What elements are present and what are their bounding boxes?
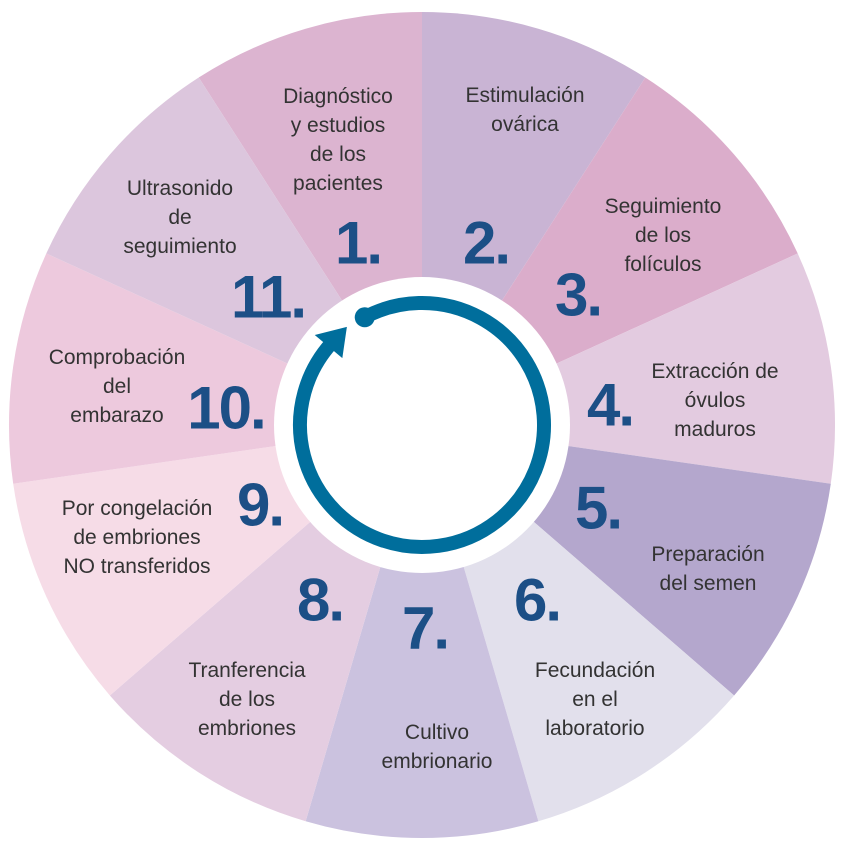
step-number-8: 8.	[296, 566, 345, 634]
step-label-6: Fecundación en el laboratorio	[535, 656, 655, 743]
wheel-segment-7	[305, 425, 539, 838]
step-label-line: del semen	[659, 572, 757, 595]
step-label-line: de embriones	[73, 526, 201, 549]
step-label-3: Seguimiento de los folículos	[605, 192, 722, 279]
arrowhead-icon	[314, 326, 347, 359]
step-label-line: Por congelación	[61, 497, 213, 520]
step-label-line: Cultivo	[404, 721, 470, 744]
step-number-1: 1.	[334, 209, 383, 277]
step-label-line: seguimiento	[123, 235, 237, 258]
step-number-2: 2.	[462, 209, 511, 277]
step-label-7: Cultivo embrionario	[382, 718, 493, 776]
step-label-line: Diagnóstico	[283, 85, 393, 108]
step-label-line: Extracción de	[651, 360, 779, 383]
step-label-1: Diagnóstico y estudios de los pacientes	[283, 82, 393, 198]
step-label-line: de los	[309, 143, 367, 166]
step-number-4: 4.	[586, 371, 635, 439]
cycle-arrow-ring	[293, 296, 551, 554]
step-label-5: Preparación del semen	[651, 540, 764, 598]
step-number-11: 11.	[230, 263, 307, 331]
step-label-line: en el	[572, 688, 618, 711]
step-label-line: NO transferidos	[63, 555, 211, 578]
step-label-line: de	[168, 206, 192, 229]
step-label-line: ovárica	[491, 113, 559, 136]
cycle-start-dot	[354, 307, 375, 328]
step-label-2: Estimulación ovárica	[465, 81, 584, 139]
step-label-line: Preparación	[651, 543, 765, 566]
step-label-line: de los	[634, 224, 692, 247]
step-label-line: Tranferencia	[188, 659, 306, 682]
step-label-line: laboratorio	[545, 717, 645, 740]
step-number-5: 5.	[574, 474, 623, 542]
step-label-line: Seguimiento	[604, 195, 722, 218]
step-label-line: de los	[218, 688, 276, 711]
step-label-9: Por congelación de embriones NO transferid…	[62, 494, 213, 581]
step-label-line: embarazo	[70, 404, 164, 427]
step-label-line: Ultrasonido	[126, 177, 234, 200]
step-number-3: 3.	[554, 261, 603, 329]
step-label-line: Estimulación	[465, 84, 585, 107]
step-number-7: 7.	[401, 594, 450, 662]
step-number-6: 6.	[513, 566, 562, 634]
step-number-9: 9.	[236, 471, 285, 539]
step-number-10: 10.	[187, 374, 266, 442]
step-label-line: Fecundación	[534, 659, 656, 682]
step-label-line: embriones	[197, 717, 297, 740]
step-label-line: folículos	[624, 253, 702, 276]
step-label-line: y estudios	[290, 114, 386, 137]
step-label-line: maduros	[674, 418, 756, 441]
step-label-line: embrionario	[381, 750, 493, 773]
step-label-line: Comprobación	[48, 346, 186, 369]
step-label-10: Comprobación del embarazo	[49, 343, 186, 430]
step-label-line: pacientes	[293, 172, 383, 195]
step-label-line: del	[102, 375, 132, 398]
step-label-11: Ultrasonido de seguimiento	[123, 174, 236, 261]
center-circle	[274, 277, 570, 573]
step-label-line: óvulos	[684, 389, 746, 412]
step-label-8: Tranferencia de los embriones	[188, 656, 305, 743]
step-label-4: Extracción de óvulos maduros	[651, 357, 778, 444]
